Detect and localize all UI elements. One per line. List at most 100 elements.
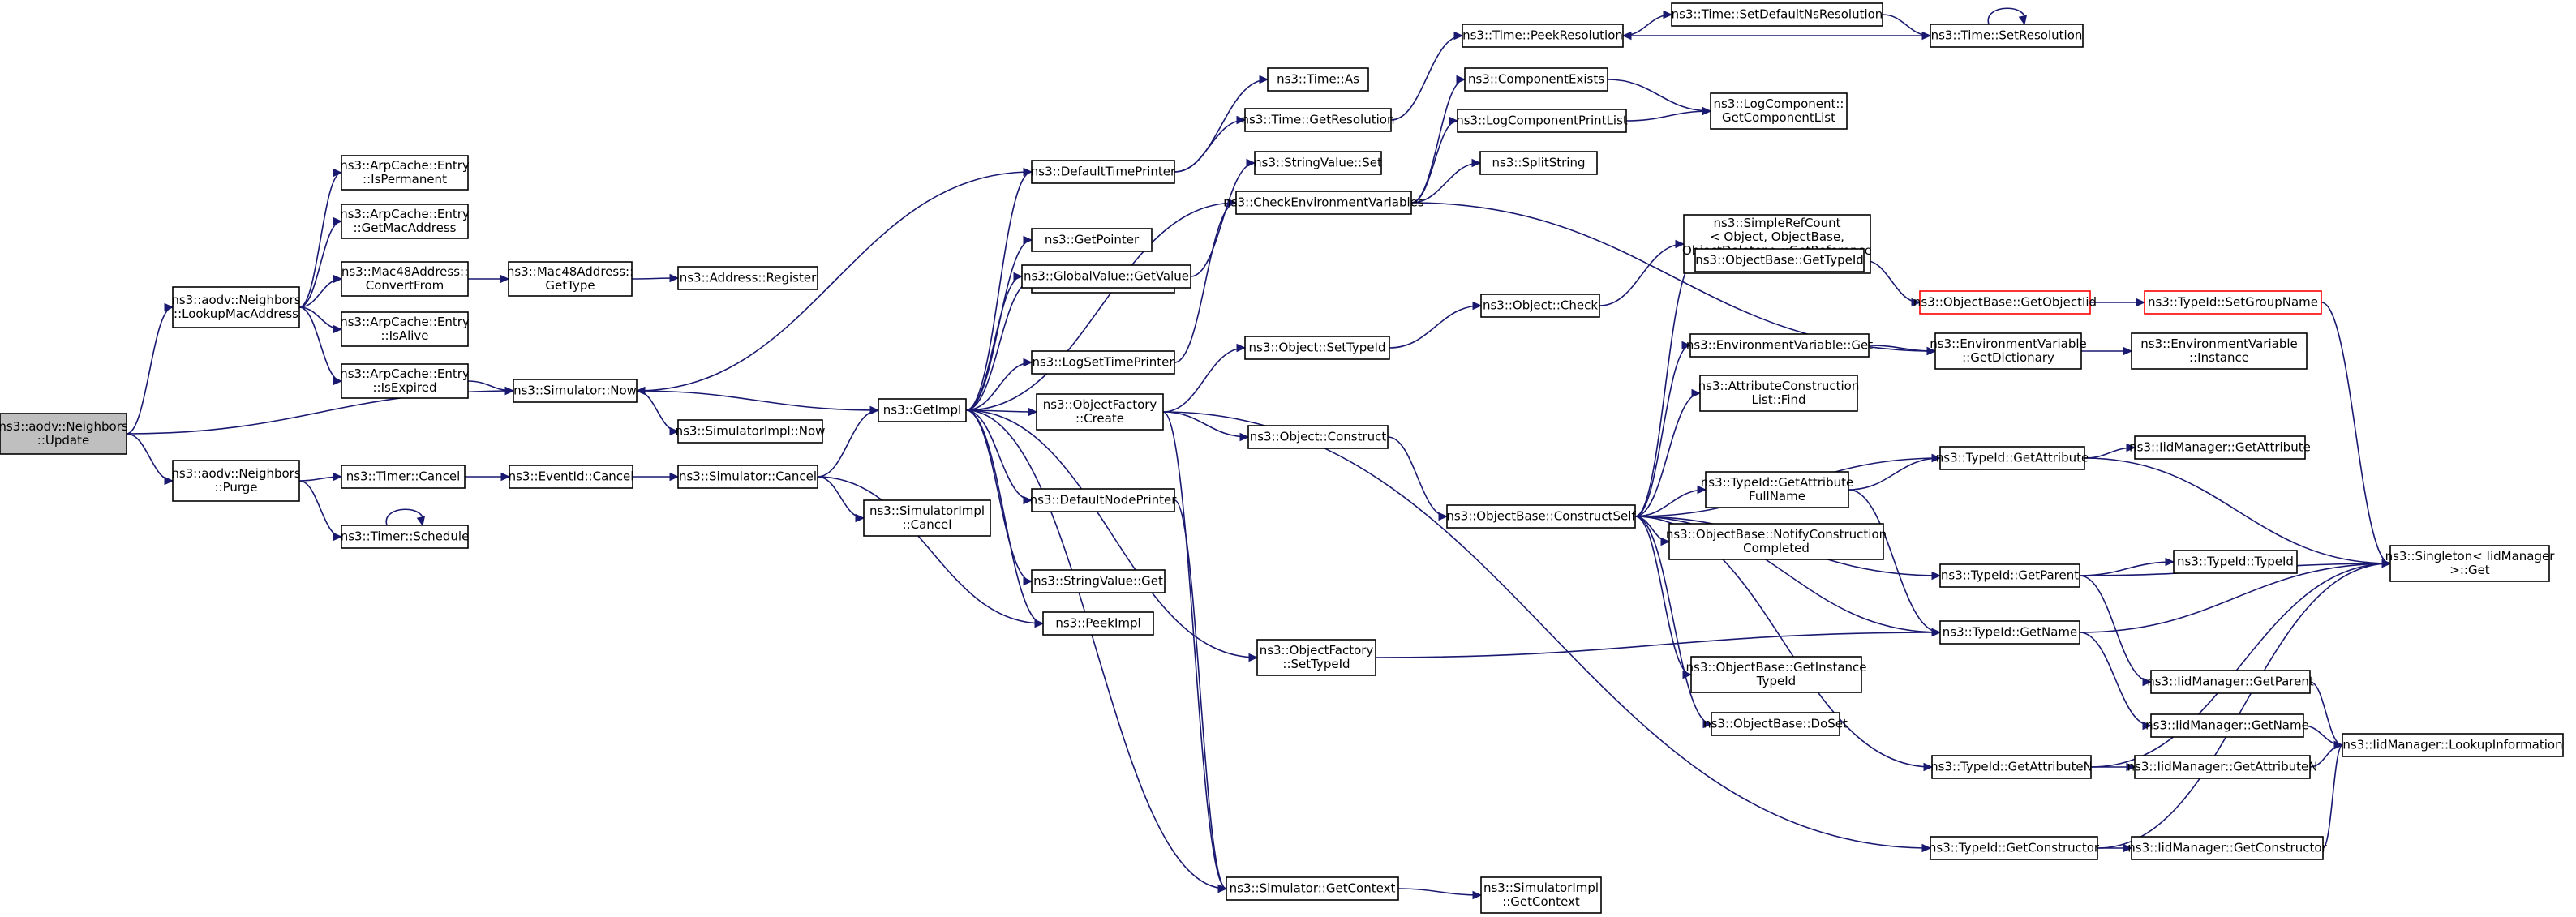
node-getpointer[interactable]: ns3::GetPointer — [1031, 228, 1153, 252]
node-label: ns3::ComponentExists — [1468, 72, 1604, 87]
node-box — [677, 465, 818, 489]
node-checkenv[interactable]: ns3::CheckEnvironmentVariables — [1223, 191, 1424, 215]
node-convertfrom[interactable]: ns3::Mac48Address::ConvertFrom — [341, 261, 469, 297]
node-box — [341, 155, 469, 191]
node-box — [1031, 160, 1175, 184]
edge-tidgetname-iidgetname — [2079, 632, 2152, 726]
node-purge[interactable]: ns3::aodv::Neighbors::Purge — [171, 460, 301, 502]
node-objectconstruct[interactable]: ns3::Object::Construct — [1247, 425, 1389, 449]
node-simimplgetcontext[interactable]: ns3::SimulatorImpl::GetContext — [1480, 876, 1602, 914]
node-timegetresolution[interactable]: ns3::Time::GetResolution — [1242, 108, 1395, 132]
node-simgetcontext[interactable]: ns3::Simulator::GetContext — [1226, 876, 1399, 901]
node-addrregister[interactable]: ns3::Address::Register — [677, 266, 818, 290]
edge-update-purge — [126, 433, 174, 482]
node-peekresolution[interactable]: ns3::Time::PeekResolution — [1462, 24, 1624, 48]
node-setgroupname[interactable]: ns3::TypeId::SetGroupName — [2144, 290, 2322, 315]
node-stringvalueget[interactable]: ns3::StringValue::Get — [1031, 569, 1166, 593]
node-tidgetname[interactable]: ns3::TypeId::GetName — [1939, 620, 2080, 645]
edge-arrowhead — [1621, 31, 1632, 41]
edge-arrowhead — [416, 516, 426, 527]
node-ispermanent[interactable]: ns3::ArpCache::Entry::IsPermanent — [340, 155, 470, 191]
node-tidgetparent[interactable]: ns3::TypeId::GetParent — [1939, 563, 2080, 588]
edge-constructself-obgettypeid — [1634, 259, 1696, 517]
node-tidgetattributen[interactable]: ns3::TypeId::GetAttributeN — [1930, 755, 2093, 779]
node-tidtypeid[interactable]: ns3::TypeId::TypeId — [2173, 550, 2298, 574]
node-envget[interactable]: ns3::EnvironmentVariable::Get — [1686, 333, 1873, 358]
node-doset[interactable]: ns3::ObjectBase::DoSet — [1703, 712, 1848, 736]
node-obgettypeid[interactable]: ns3::ObjectBase::GetTypeId — [1694, 248, 1865, 272]
edge-deftimeprinter-simnow — [636, 171, 1033, 392]
node-timercancel[interactable]: ns3::Timer::Cancel — [341, 465, 466, 489]
node-box — [878, 398, 967, 422]
node-lookupmac[interactable]: ns3::aodv::Neighbors::LookupMacAddress — [171, 286, 301, 328]
node-timeas[interactable]: ns3::Time::As — [1267, 67, 1369, 92]
node-simnow[interactable]: ns3::Simulator::Now — [513, 379, 638, 403]
node-simcancel[interactable]: ns3::Simulator::Cancel — [677, 465, 818, 489]
node-setresolution[interactable]: ns3::Time::SetResolution — [1930, 24, 2084, 48]
node-box — [0, 413, 127, 455]
node-iidgetname[interactable]: ns3::IidManager::GetName — [2145, 713, 2309, 738]
node-singletonget[interactable]: ns3::Singleton< IidManager>::Get — [2385, 545, 2556, 582]
node-peekimpl[interactable]: ns3::PeekImpl — [1042, 611, 1154, 636]
edge-arrowhead — [1921, 843, 1932, 853]
node-objfactorysettypeid[interactable]: ns3::ObjectFactory::SetTypeId — [1256, 639, 1376, 676]
node-getmacaddress[interactable]: ns3::ArpCache::Entry::GetMacAddress — [340, 204, 470, 239]
node-simimplcancel[interactable]: ns3::SimulatorImpl::Cancel — [863, 499, 991, 537]
node-box — [2150, 670, 2311, 694]
edge-constructself-doset — [1634, 516, 1712, 725]
node-isalive[interactable]: ns3::ArpCache::Entry::IsAlive — [340, 311, 470, 347]
edge-arrowhead — [1259, 75, 1269, 84]
node-box — [863, 499, 991, 537]
node-envinstance[interactable]: ns3::EnvironmentVariable::Instance — [2131, 332, 2308, 370]
node-objectsettypeid[interactable]: ns3::Object::SetTypeId — [1244, 336, 1390, 360]
node-label: ConvertFrom — [366, 278, 444, 293]
node-iidgetattributen[interactable]: ns3::IidManager::GetAttributeN — [2127, 755, 2318, 779]
node-iidgetconstructor[interactable]: ns3::IidManager::GetConstructor — [2127, 836, 2328, 860]
node-objectcheck[interactable]: ns3::Object::Check — [1480, 294, 1600, 318]
node-getobjectiid[interactable]: ns3::ObjectBase::GetObjectIid — [1913, 290, 2097, 315]
node-box — [2342, 733, 2564, 757]
node-label: FullName — [1749, 489, 1805, 503]
node-defnodeprinter[interactable]: ns3::DefaultNodePrinter — [1030, 488, 1178, 512]
node-label: List::Find — [1751, 392, 1805, 407]
node-splitstring[interactable]: ns3::SplitString — [1479, 151, 1598, 175]
node-getimpl[interactable]: ns3::GetImpl — [878, 398, 967, 422]
edge-arrowhead — [2126, 443, 2136, 452]
node-eventidcancel[interactable]: ns3::EventId::Cancel — [509, 465, 634, 489]
node-tidgetconstructor[interactable]: ns3::TypeId::GetConstructor — [1929, 836, 2100, 860]
node-iidgetattribute[interactable]: ns3::IidManager::GetAttribute — [2129, 435, 2311, 460]
edge-arrowhead — [164, 302, 174, 312]
node-mac48gettype[interactable]: ns3::Mac48Address::GetType — [507, 261, 633, 297]
node-tidgetattribute[interactable]: ns3::TypeId::GetAttribute — [1936, 446, 2089, 470]
node-iidgetparent[interactable]: ns3::IidManager::GetParent — [2147, 670, 2314, 694]
node-logcompgetlist[interactable]: ns3::LogComponent::GetComponentList — [1710, 92, 1848, 130]
node-logcompprintlist[interactable]: ns3::LogComponentPrintList — [1456, 109, 1628, 133]
node-constructself[interactable]: ns3::ObjectBase::ConstructSelf — [1446, 504, 1636, 529]
node-box — [2173, 550, 2298, 574]
node-lookupinfo[interactable]: ns3::IidManager::LookupInformation — [2342, 733, 2564, 757]
node-componentexists[interactable]: ns3::ComponentExists — [1464, 67, 1608, 92]
node-box — [341, 465, 466, 489]
node-box — [1464, 67, 1608, 92]
node-logsettimeprinter[interactable]: ns3::LogSetTimePrinter — [1031, 350, 1175, 375]
edge-arrowhead — [333, 324, 343, 334]
node-box — [1939, 620, 2080, 645]
node-timerschedule[interactable]: ns3::Timer::Schedule — [341, 525, 470, 549]
node-setdefaultns[interactable]: ns3::Time::SetDefaultNsResolution — [1671, 2, 1883, 27]
node-notifyconstruction[interactable]: ns3::ObjectBase::NotifyConstructionCompl… — [1666, 523, 1887, 560]
node-deftimeprinter[interactable]: ns3::DefaultTimePrinter — [1031, 160, 1176, 184]
node-objfactorycreate[interactable]: ns3::ObjectFactory::Create — [1036, 393, 1164, 431]
node-stringvalueset[interactable]: ns3::StringValue::Set — [1254, 151, 1382, 175]
edge-getimpl-gvgetvalue — [965, 276, 1023, 411]
node-update[interactable]: ns3::aodv::Neighbors::Update — [0, 413, 128, 455]
node-box — [1689, 333, 1870, 358]
node-isexpired[interactable]: ns3::ArpCache::Entry::IsExpired — [340, 363, 470, 399]
node-label: ::Instance — [2189, 350, 2249, 365]
edge-deftimeprinter-timegetresolution — [1174, 119, 1246, 173]
node-envgetdict[interactable]: ns3::EnvironmentVariable::GetDictionary — [1930, 332, 2087, 370]
node-simimplnow[interactable]: ns3::SimulatorImpl::Now — [676, 419, 826, 444]
node-gvgetvalue[interactable]: ns3::GlobalValue::GetValue — [1021, 264, 1191, 289]
